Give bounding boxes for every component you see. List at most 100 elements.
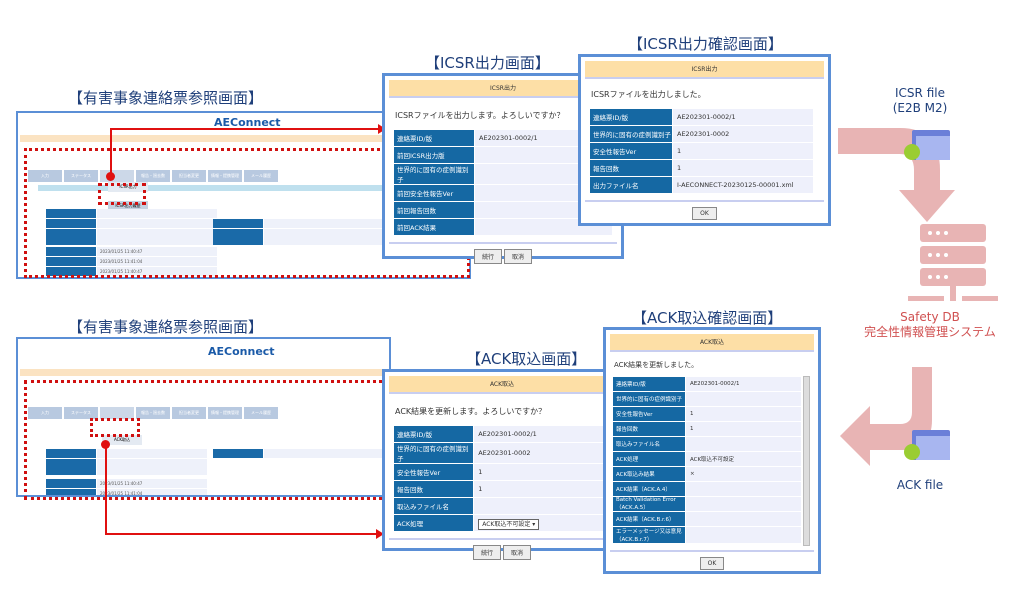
highlight-menu-1 bbox=[98, 183, 146, 205]
row-value: × bbox=[685, 467, 801, 481]
row-label: 安全性報告Ver bbox=[394, 464, 474, 480]
title-ack-confirm: 【ACK取込確認画面】 bbox=[632, 309, 783, 327]
row-value: AE202301-0002 bbox=[673, 126, 813, 142]
table-row: 前回ICSR出力版 bbox=[394, 147, 612, 163]
row-label: ACK処理 bbox=[613, 452, 685, 466]
last-date: 2023/01/25 11:40:47 bbox=[97, 267, 217, 276]
row-value bbox=[685, 482, 801, 496]
ok-button[interactable]: OK bbox=[692, 207, 717, 220]
row-label: Batch Validation Error（ACK.A.5） bbox=[613, 497, 685, 511]
table-row: ACK取込み結果× bbox=[613, 467, 801, 481]
row-label: 出力ファイル名 bbox=[590, 177, 672, 193]
menu-icsr-history[interactable]: ICSR出力履歴 bbox=[108, 201, 148, 211]
row-label: 連絡票ID/版 bbox=[613, 377, 685, 391]
red-dot-icon-2 bbox=[101, 440, 110, 449]
row-label: 世界的に固有の症例識別子 bbox=[613, 392, 685, 406]
cancel-button[interactable]: 取消 bbox=[504, 249, 533, 264]
row-label: ACK結果（ACK.A.4） bbox=[613, 482, 685, 496]
flow-graphics bbox=[838, 128, 998, 466]
cancel-button[interactable]: 取消 bbox=[503, 545, 532, 560]
scrollbar[interactable] bbox=[803, 376, 810, 546]
row-label: 連絡票ID/版 bbox=[394, 130, 475, 146]
dialog-message: ICSRファイルを出力します。よろしいですか？ bbox=[395, 111, 565, 120]
tab-info[interactable]: 情報・提携管理 bbox=[208, 170, 242, 182]
row-label: 連絡票ID/版 bbox=[590, 109, 672, 125]
row-label: 取込みファイル名 bbox=[394, 498, 474, 514]
tab-input-2[interactable]: 入力 bbox=[28, 407, 62, 419]
ack-process-select[interactable]: ACK取込不可設定 ▾ bbox=[478, 518, 540, 530]
row-value bbox=[474, 498, 610, 514]
title-icsr-confirm: 【ICSR出力確認画面】 bbox=[628, 35, 783, 53]
row-value: I-AECONNECT-20230125-00001.xml bbox=[673, 177, 813, 193]
row-label: 前回報告回数 bbox=[394, 202, 475, 218]
menu-ack-import[interactable]: ACK取込 bbox=[102, 435, 142, 445]
row-label: エラーメッセージ又は意見（ACK.B.r.7） bbox=[613, 527, 685, 543]
row-value bbox=[685, 512, 801, 526]
row-label: ACK処理 bbox=[394, 515, 474, 531]
tab-mail-2[interactable]: メール履歴 bbox=[244, 407, 278, 419]
tab-report-2[interactable] bbox=[100, 407, 134, 419]
row-value: AE202301-0002/1 bbox=[673, 109, 813, 125]
created-date-2: 2023/01/25 11:40:47 bbox=[97, 479, 207, 488]
row-value bbox=[685, 437, 801, 451]
row-label: 取込みファイル名 bbox=[613, 437, 685, 451]
row-value: 1 bbox=[673, 160, 813, 176]
row-value: 1 bbox=[673, 143, 813, 159]
row-label: 連絡票ID/版 bbox=[394, 426, 474, 442]
row-label: 安全性報告Ver bbox=[613, 407, 685, 421]
table-row: エラーメッセージ又は意見（ACK.B.r.7） bbox=[613, 527, 801, 543]
row-value bbox=[475, 164, 612, 184]
safety-db-label: Safety DB bbox=[900, 310, 960, 324]
tab-mail[interactable]: メール履歴 bbox=[244, 170, 278, 182]
table-row: ACK結果（ACK.A.4） bbox=[613, 482, 801, 496]
row-label: 世界的に固有の症例識別子 bbox=[394, 164, 475, 184]
tab-info-2[interactable]: 情報・提携管理 bbox=[208, 407, 242, 419]
table-row: 世界的に固有の症例識別子 bbox=[613, 392, 801, 406]
row-label: ACK取込み結果 bbox=[613, 467, 685, 481]
dialog-header: ACK取込 bbox=[610, 334, 814, 352]
row-value: AE202301-0002 bbox=[474, 443, 610, 463]
continue-button[interactable]: 続行 bbox=[473, 249, 502, 264]
row-label: 世界的に固有の症例識別子 bbox=[590, 126, 672, 142]
row-label: 前回安全性報告Ver bbox=[394, 185, 475, 201]
row-value bbox=[475, 202, 612, 218]
tab-past-2[interactable]: 報告・過去数 bbox=[136, 407, 170, 419]
dialog-message: ACK結果を更新します。よろしいですか？ bbox=[395, 407, 547, 416]
tab-past[interactable]: 報告・過去数 bbox=[136, 170, 170, 182]
tab-assignee[interactable]: 担当者変更 bbox=[172, 170, 206, 182]
dialog-message: ACK結果を更新しました。 bbox=[614, 361, 699, 369]
continue-button[interactable]: 続行 bbox=[472, 545, 501, 560]
tab-status-2[interactable]: ステータス bbox=[64, 407, 98, 419]
row-label: 報告回数 bbox=[394, 481, 474, 497]
tab-status[interactable]: ステータス bbox=[64, 170, 98, 182]
row-value bbox=[685, 497, 801, 511]
row-value: 1 bbox=[474, 464, 610, 480]
dialog-header: ICSR出力 bbox=[389, 80, 617, 98]
row-label: 安全性報告Ver bbox=[590, 143, 672, 159]
updated-date-2: 2023/01/25 11:41:04 bbox=[97, 489, 207, 495]
highlight-area-2 bbox=[24, 380, 394, 500]
row-value bbox=[475, 219, 612, 235]
ref-screen-2: AEConnect 入力 ステータス 報告・過去数 担当者変更 情報・提携管理 … bbox=[16, 337, 391, 497]
dialog-header: ICSR出力 bbox=[585, 61, 824, 79]
ok-button[interactable]: OK bbox=[699, 557, 725, 570]
tab-input[interactable]: 入力 bbox=[28, 170, 62, 182]
menu-icsr-output[interactable]: ICSR出力 bbox=[108, 182, 148, 192]
table-row: ACK結果（ACK.B.r.6） bbox=[613, 512, 801, 526]
safety-db-sub-label: 完全性情報管理システム bbox=[864, 325, 996, 339]
tab-assignee-2[interactable]: 担当者変更 bbox=[172, 407, 206, 419]
title-icsr-output: 【ICSR出力画面】 bbox=[425, 54, 550, 72]
